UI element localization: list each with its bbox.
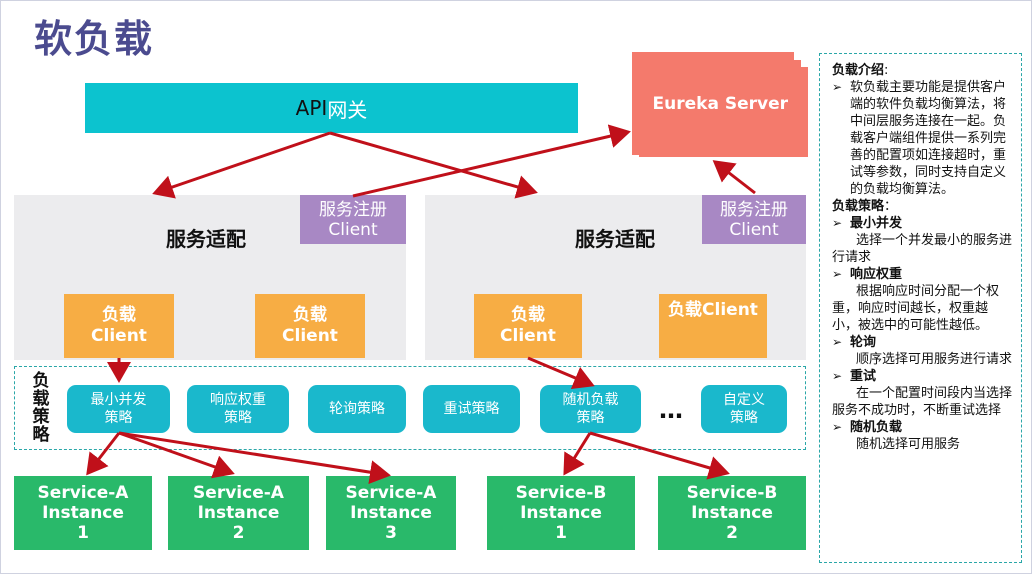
strategy-custom: 自定义 策略 bbox=[701, 385, 787, 433]
svc-3-line1: Service-A bbox=[345, 483, 437, 503]
strategy-item-round-robin: 轮询 顺序选择可用服务进行请求 bbox=[832, 334, 1013, 368]
strategy-heading-line: 负载策略： bbox=[832, 198, 1013, 215]
lb-client-1: 负载 Client bbox=[64, 294, 174, 358]
registry-client-2-line2: Client bbox=[729, 219, 779, 240]
lb-client-3-line2: Client bbox=[500, 326, 556, 346]
strategy-item-4-title: 重试 bbox=[850, 369, 877, 384]
svc-2-line1: Service-A bbox=[193, 483, 284, 503]
lb-client-2: 负载 Client bbox=[255, 294, 365, 358]
svc-2-line3: 2 bbox=[232, 523, 245, 543]
strategy-heading: 负载策略 bbox=[832, 199, 885, 214]
lb-client-2-line1: 负载 bbox=[293, 305, 327, 325]
svc-5-line2: Instance bbox=[691, 503, 773, 523]
strategy-item-4-desc: 在一个配置时间段内当选择服务不成功时，不断重试选择 bbox=[832, 386, 1013, 418]
service-adapter-2-title: 服务适配 bbox=[575, 227, 655, 251]
intro-heading-colon: : bbox=[884, 63, 889, 78]
service-a-instance-2: Service-A Instance 2 bbox=[168, 476, 309, 550]
svc-3-line2: Instance bbox=[350, 503, 432, 523]
strategy-3-line1: 轮询策略 bbox=[329, 401, 385, 417]
service-adapter-1-title: 服务适配 bbox=[166, 227, 246, 251]
strategy-4-line1: 重试策略 bbox=[443, 401, 500, 417]
svc-3-line3: 3 bbox=[385, 523, 397, 543]
strategy-label-char-3: 策 bbox=[32, 407, 50, 427]
service-registry-client-2: 服务注册 Client bbox=[702, 195, 806, 244]
lb-client-4-line1: 负载Client bbox=[668, 300, 758, 320]
strategy-item-2-desc: 根据响应时间分配一个权重，响应时间越长，权重越小，被选中的可能性越低。 bbox=[832, 284, 1000, 333]
strategy-item-5-desc: 随机选择可用服务 bbox=[856, 437, 961, 452]
strategy-5-line1: 随机负载 bbox=[562, 392, 619, 408]
service-b-instance-1: Service-B Instance 1 bbox=[487, 476, 635, 550]
strategy-item-1-title: 最小并发 bbox=[850, 216, 903, 231]
svc-4-line2: Instance bbox=[520, 503, 602, 523]
intro-text: 软负载主要功能是提供客户端的软件负载均衡算法，将中间层服务连接在一起。负载客户端… bbox=[832, 79, 1013, 198]
strategy-item-random: 随机负载 随机选择可用服务 bbox=[832, 419, 1013, 453]
strategy-5-line2: 策略 bbox=[576, 410, 605, 426]
strategy-6-line1: 自定义 bbox=[723, 392, 765, 408]
strategy-least-concurrent: 最小并发 策略 bbox=[67, 385, 170, 433]
intro-heading: 负载介绍 bbox=[832, 63, 885, 78]
svc-1-line2: Instance bbox=[42, 503, 124, 523]
gateway-label-prefix: API bbox=[295, 96, 328, 120]
strategy-item-3-desc: 顺序选择可用服务进行请求 bbox=[856, 352, 1013, 367]
registry-client-2-line1: 服务注册 bbox=[720, 199, 788, 220]
strategy-label-char-2: 载 bbox=[32, 389, 50, 409]
strategy-item-response-weight: 响应权重 根据响应时间分配一个权重，响应时间越长，权重越小，被选中的可能性越低。 bbox=[832, 266, 1013, 334]
strategy-item-2-title: 响应权重 bbox=[850, 267, 903, 282]
strategy-round-robin: 轮询策略 bbox=[308, 385, 406, 433]
eureka-server-box: Eureka Server bbox=[632, 52, 794, 155]
strategy-heading-colon: ： bbox=[884, 199, 898, 214]
strategy-random: 随机负载 策略 bbox=[540, 385, 641, 433]
svc-1-line1: Service-A bbox=[37, 483, 129, 503]
service-registry-client-1: 服务注册 Client bbox=[300, 195, 406, 244]
lb-client-3-line1: 负载 bbox=[511, 305, 545, 325]
strategy-1-line1: 最小并发 bbox=[90, 392, 147, 408]
svc-5-line1: Service-B bbox=[686, 483, 778, 503]
strategy-label-char-4: 略 bbox=[32, 425, 50, 445]
strategy-2-line1: 响应权重 bbox=[210, 392, 266, 408]
strategy-zone bbox=[14, 366, 806, 450]
strategy-zone-label: 负 载 策 略 bbox=[30, 372, 52, 444]
strategy-2-line2: 策略 bbox=[224, 410, 252, 426]
lb-client-4: 负载Client bbox=[659, 294, 767, 358]
svc-1-line3: 1 bbox=[77, 523, 89, 543]
intro-heading-line: 负载介绍: bbox=[832, 62, 1013, 79]
page-title: 软负载 bbox=[34, 17, 155, 61]
service-a-instance-1: Service-A Instance 1 bbox=[14, 476, 152, 550]
lb-client-1-line2: Client bbox=[91, 326, 147, 346]
service-b-instance-2: Service-B Instance 2 bbox=[658, 476, 806, 550]
lb-client-3: 负载 Client bbox=[474, 294, 582, 358]
service-a-instance-3: Service-A Instance 3 bbox=[326, 476, 456, 550]
strategy-label-char-1: 负 bbox=[32, 371, 50, 391]
strategy-6-line2: 策略 bbox=[730, 410, 758, 426]
lb-client-1-line1: 负载 bbox=[102, 305, 136, 325]
strategy-item-retry: 重试 在一个配置时间段内当选择服务不成功时，不断重试选择 bbox=[832, 368, 1013, 419]
strategy-item-5-title: 随机负载 bbox=[850, 420, 903, 435]
svc-4-line1: Service-B bbox=[515, 483, 607, 503]
lb-client-2-line2: Client bbox=[282, 326, 338, 346]
strategy-item-1-desc: 选择一个并发最小的服务进行请求 bbox=[832, 233, 1013, 265]
strategy-retry: 重试策略 bbox=[423, 385, 520, 433]
strategy-item-3-title: 轮询 bbox=[850, 335, 877, 350]
strategy-1-line2: 策略 bbox=[104, 410, 133, 426]
description-panel: 负载介绍: 软负载主要功能是提供客户端的软件负载均衡算法，将中间层服务连接在一起… bbox=[819, 53, 1022, 563]
svc-2-line2: Instance bbox=[197, 503, 280, 523]
eureka-server-label: Eureka Server bbox=[652, 93, 788, 114]
registry-client-1-line1: 服务注册 bbox=[319, 199, 387, 220]
svc-4-line3: 1 bbox=[555, 523, 567, 543]
svc-5-line3: 2 bbox=[726, 523, 738, 543]
gateway-label-accent: 网关 bbox=[327, 97, 368, 122]
strategy-ellipsis: … bbox=[659, 396, 683, 424]
strategy-item-least-concurrent: 最小并发 选择一个并发最小的服务进行请求 bbox=[832, 215, 1013, 266]
registry-client-1-line2: Client bbox=[328, 219, 378, 240]
strategy-response-weight: 响应权重 策略 bbox=[187, 385, 289, 433]
